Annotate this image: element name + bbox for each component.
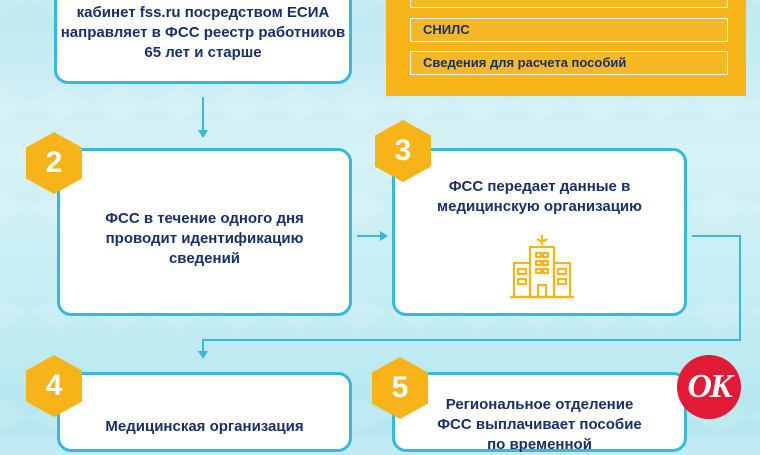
- step-5-card: Региональное отделение ФСС выплачивает п…: [392, 372, 687, 453]
- step-3-card: ФСС передает данные в медицинскую органи…: [392, 148, 687, 316]
- flow-connectors: [198, 97, 741, 359]
- step-2-card: ФСС в течение одного дня проводит иденти…: [57, 148, 352, 316]
- step-4-number-badge: 4: [26, 355, 82, 417]
- step-1-text: кабинет fss.ru посредством ЕСИА направля…: [60, 4, 346, 61]
- info-panel-item-1: [410, 0, 728, 8]
- info-panel: СНИЛС Сведения для расчета пособий: [386, 0, 746, 96]
- step-5-number-badge: 5: [372, 357, 428, 419]
- step-4-card: Медицинская организация: [57, 372, 352, 452]
- ok-logo: OK: [677, 355, 741, 419]
- info-panel-item-snils: СНИЛС: [410, 18, 728, 42]
- step-2-text: ФСС в течение одного дня проводит иденти…: [105, 210, 304, 267]
- info-panel-item-benefits: Сведения для расчета пособий: [410, 51, 728, 75]
- step-5-text: Региональное отделение ФСС выплачивает п…: [437, 396, 642, 453]
- arrow-head-3-4: [198, 351, 208, 359]
- step-3-text: ФСС передает данные в медицинскую органи…: [437, 178, 642, 215]
- arrow-head-1-2: [198, 130, 208, 138]
- step-1-card: кабинет fss.ru посредством ЕСИА направля…: [54, 0, 352, 84]
- hospital-icon: [510, 235, 574, 299]
- arrow-head-2-3: [380, 231, 388, 241]
- step-3-number-badge: 3: [375, 120, 431, 182]
- connector-3-4: [202, 235, 741, 352]
- step-4-text: Медицинская организация: [105, 418, 304, 435]
